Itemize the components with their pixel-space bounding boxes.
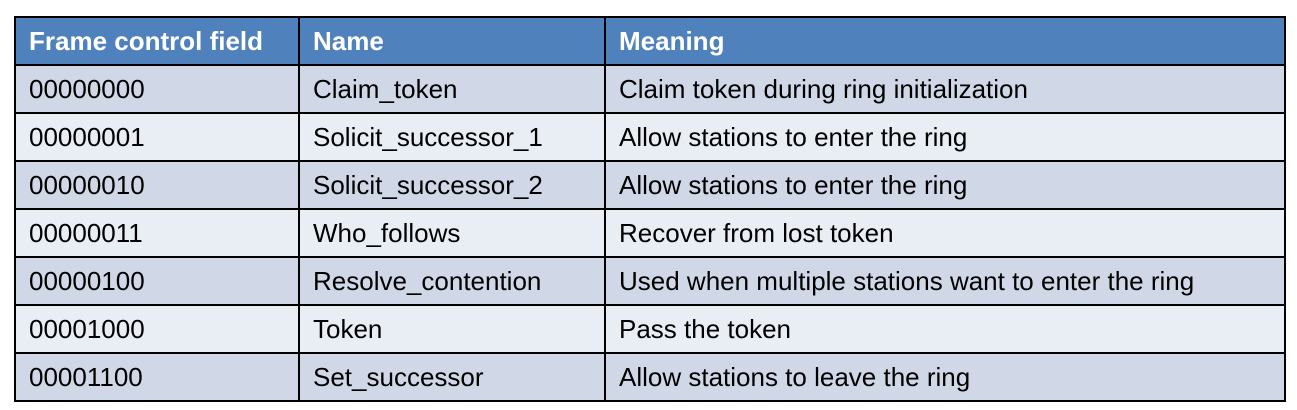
name-cell: Solicit_successor_2 [298,160,606,210]
name-cell: Set_successor [298,352,606,402]
meaning-cell: Pass the token [604,304,1286,354]
name-cell: Claim_token [298,64,606,114]
header-meaning: Meaning [604,16,1286,66]
frame-control-cell: 00000000 [14,64,300,114]
frame-control-table: Frame control field Name Meaning 0000000… [14,16,1286,402]
frame-control-cell: 00000010 [14,160,300,210]
table-row: 00000010 Solicit_successor_2 Allow stati… [14,160,1286,210]
meaning-cell: Claim token during ring initialization [604,64,1286,114]
frame-control-cell: 00001100 [14,352,300,402]
name-cell: Token [298,304,606,354]
frame-control-cell: 00001000 [14,304,300,354]
table-row: 00000001 Solicit_successor_1 Allow stati… [14,112,1286,162]
name-cell: Solicit_successor_1 [298,112,606,162]
name-cell: Who_follows [298,208,606,258]
table-row: 00000000 Claim_token Claim token during … [14,64,1286,114]
meaning-cell: Allow stations to leave the ring [604,352,1286,402]
table-row: 00001000 Token Pass the token [14,304,1286,354]
table-row: 00000011 Who_follows Recover from lost t… [14,208,1286,258]
frame-control-cell: 00000001 [14,112,300,162]
meaning-cell: Allow stations to enter the ring [604,160,1286,210]
header-frame-control-field: Frame control field [14,16,300,66]
frame-control-cell: 00000011 [14,208,300,258]
frame-control-cell: 00000100 [14,256,300,306]
table-header-row: Frame control field Name Meaning [14,16,1286,66]
meaning-cell: Used when multiple stations want to ente… [604,256,1286,306]
name-cell: Resolve_contention [298,256,606,306]
table-row: 00001100 Set_successor Allow stations to… [14,352,1286,402]
meaning-cell: Recover from lost token [604,208,1286,258]
meaning-cell: Allow stations to enter the ring [604,112,1286,162]
table-row: 00000100 Resolve_contention Used when mu… [14,256,1286,306]
header-name: Name [298,16,606,66]
